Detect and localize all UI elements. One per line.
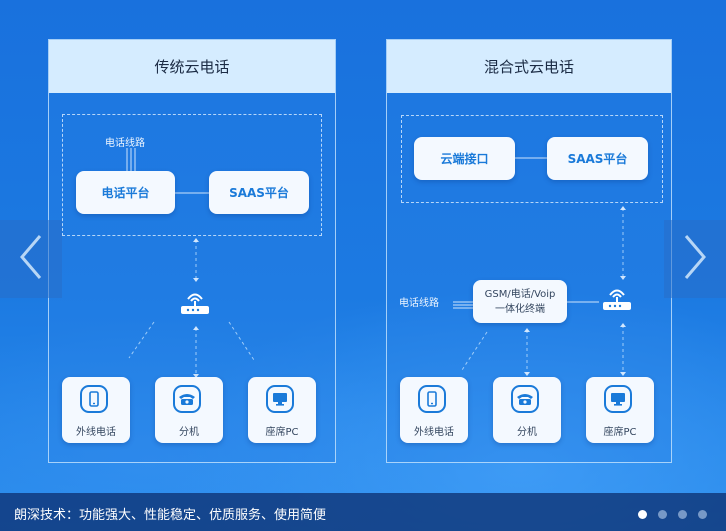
- device-agent-pc: 座席PC: [248, 377, 316, 443]
- carousel-dot-1[interactable]: [638, 510, 647, 519]
- carousel-dot-3[interactable]: [678, 510, 687, 519]
- terminal-line-1: GSM/电话/Voip: [484, 288, 556, 300]
- device-label: 座席PC: [603, 427, 637, 438]
- traditional-cloud-phone-panel: 传统云电话 电话线路 电话平台 SAAS平台: [48, 39, 336, 463]
- device-label: 分机: [517, 427, 537, 438]
- desk-phone-icon: [511, 385, 539, 413]
- device-label: 座席PC: [265, 427, 299, 438]
- device-label: 外线电话: [76, 427, 116, 438]
- chevron-right-icon: [680, 232, 710, 286]
- next-slide-button[interactable]: [664, 220, 726, 298]
- device-agent-pc: 座席PC: [586, 377, 654, 443]
- caption-text: 朗深技术：功能强大、性能稳定、优质服务、使用简便: [14, 508, 327, 523]
- platform-group: [401, 115, 663, 203]
- phone-line-label: 电话线路: [399, 298, 439, 309]
- monitor-icon: [604, 385, 632, 413]
- connection-lines: [126, 148, 255, 378]
- saas-platform-box: SAAS平台: [209, 171, 309, 214]
- device-extension: 分机: [493, 377, 561, 443]
- phone-platform-box: 电话平台: [76, 171, 175, 214]
- carousel-dot-4[interactable]: [698, 510, 707, 519]
- terminal-line-2: 一体化终端: [495, 303, 545, 315]
- device-outside-phone: 外线电话: [400, 377, 468, 443]
- mobile-phone-icon: [418, 385, 446, 413]
- device-outside-phone: 外线电话: [62, 377, 130, 443]
- prev-slide-button[interactable]: [0, 220, 62, 298]
- cloud-api-box: 云端接口: [414, 137, 515, 180]
- carousel-dot-2[interactable]: [658, 510, 667, 519]
- router-icon: [177, 288, 213, 318]
- phone-line-label: 电话线路: [105, 138, 145, 149]
- desk-phone-icon: [173, 385, 201, 413]
- integrated-terminal-box: GSM/电话/Voip 一体化终端: [473, 280, 567, 323]
- panel-title: 传统云电话: [49, 40, 335, 93]
- caption-bar: 朗深技术：功能强大、性能稳定、优质服务、使用简便: [0, 493, 726, 531]
- device-extension: 分机: [155, 377, 223, 443]
- panel-title: 混合式云电话: [387, 40, 671, 93]
- device-label: 外线电话: [414, 427, 454, 438]
- chevron-left-icon: [16, 232, 46, 286]
- mobile-phone-icon: [80, 385, 108, 413]
- router-icon: [599, 284, 635, 314]
- hybrid-cloud-phone-panel: 混合式云电话 云端接口 SAAS平台 电话线路 GSM/电话/Voip: [386, 39, 672, 463]
- device-label: 分机: [179, 427, 199, 438]
- platform-group: [62, 114, 322, 236]
- monitor-icon: [266, 385, 294, 413]
- saas-platform-box: SAAS平台: [547, 137, 648, 180]
- connection-lines: [453, 157, 626, 376]
